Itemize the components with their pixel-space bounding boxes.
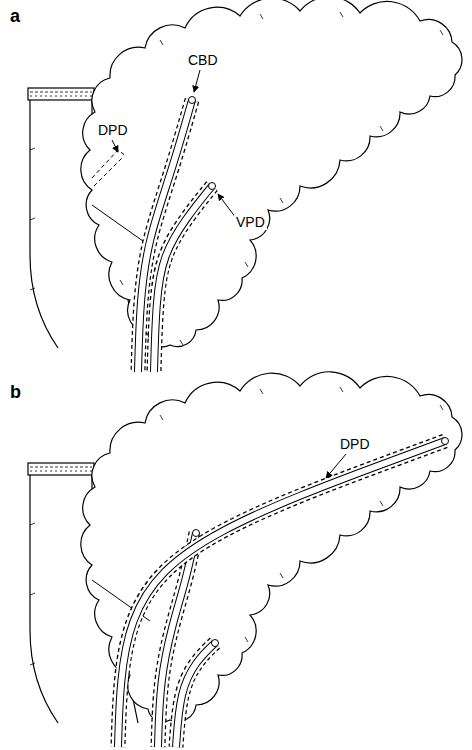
duct-label: CBD bbox=[186, 52, 220, 68]
panel-b bbox=[28, 372, 462, 747]
leader-arrow bbox=[326, 454, 346, 478]
duct-label: VPD bbox=[234, 214, 267, 230]
panel-a bbox=[28, 0, 462, 372]
leader-arrow bbox=[112, 140, 118, 152]
leader-arrow bbox=[194, 70, 200, 92]
panel-letter: a bbox=[8, 6, 22, 26]
leader-lines bbox=[112, 70, 346, 478]
duct-label: DPD bbox=[338, 436, 372, 452]
duct-label: DPD bbox=[96, 122, 130, 138]
panel-letter: b bbox=[8, 382, 23, 402]
